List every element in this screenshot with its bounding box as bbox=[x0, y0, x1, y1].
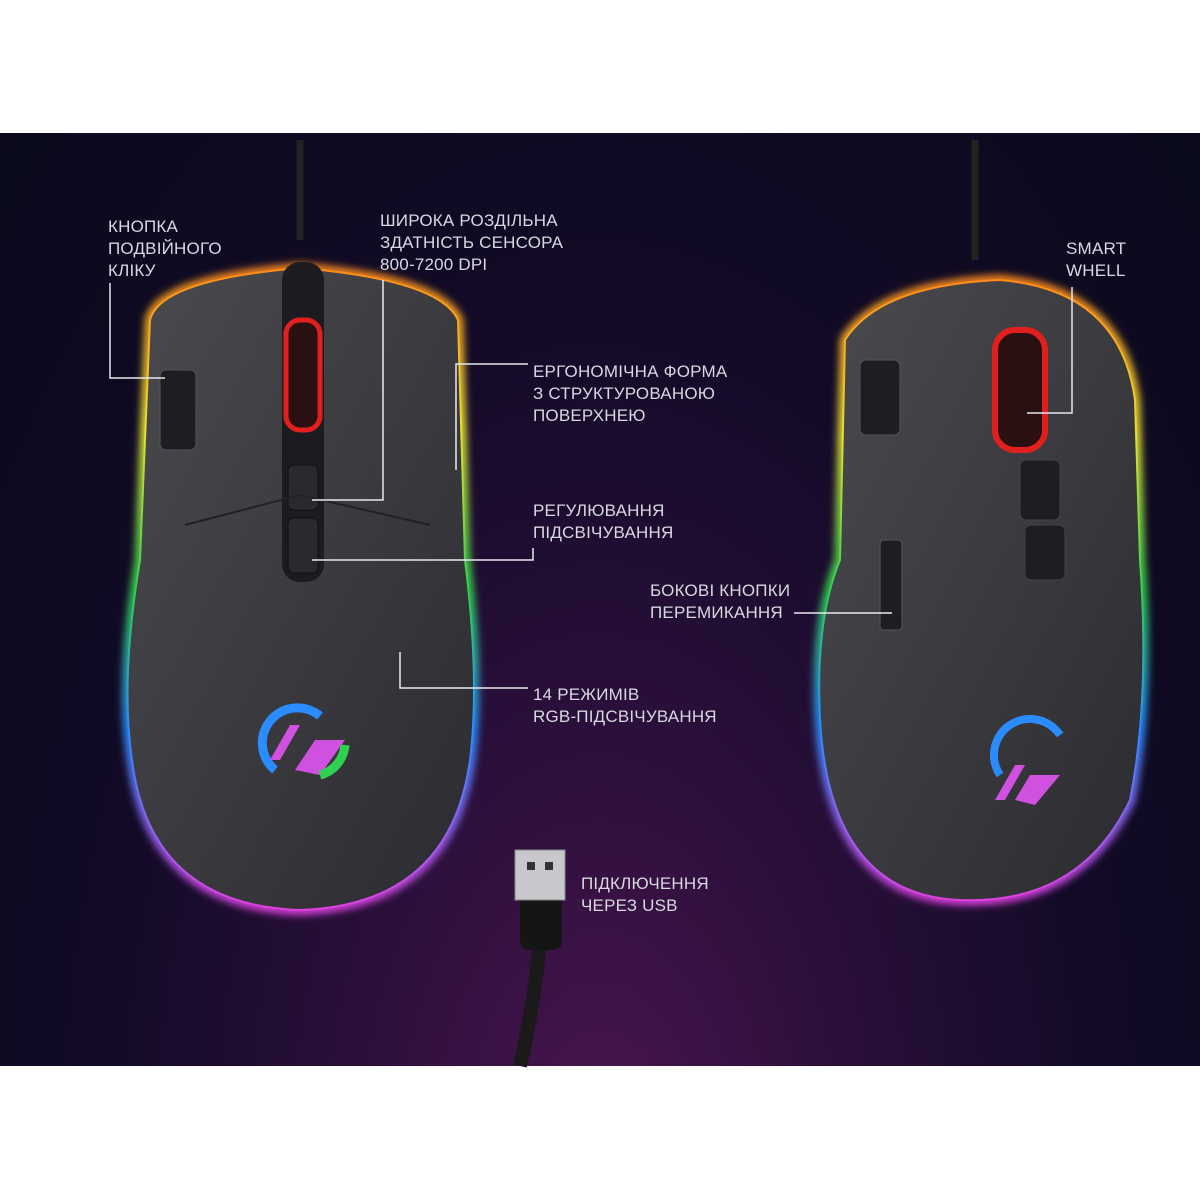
label-rgb-modes: 14 режимів RGB-підсвічування bbox=[533, 684, 717, 728]
label-line: перемикання bbox=[650, 603, 783, 622]
dpi-button bbox=[287, 464, 319, 511]
label-line: подвійного bbox=[108, 239, 222, 258]
scroll-wheel bbox=[992, 327, 1048, 453]
label-line: RGB-підсвічування bbox=[533, 707, 717, 726]
backlight-button bbox=[287, 517, 319, 574]
label-smart-wheel: Smart Whell bbox=[1066, 238, 1126, 282]
label-line: кліку bbox=[108, 261, 156, 280]
callout-lines bbox=[109, 280, 1073, 689]
label-line: Ергономічна форма bbox=[533, 362, 728, 381]
label-line: Бокові кнопки bbox=[650, 581, 791, 600]
label-line: Регулювання bbox=[533, 501, 665, 520]
label-line: з структурованою bbox=[533, 384, 716, 403]
label-sensor: Широка роздільна здатність сенсора 800-7… bbox=[380, 210, 563, 276]
label-line: Whell bbox=[1066, 261, 1126, 280]
label-line: здатність сенсора bbox=[380, 233, 564, 252]
label-line: поверхнею bbox=[533, 406, 646, 425]
brand-logo bbox=[257, 703, 350, 780]
double-click-button bbox=[159, 369, 197, 451]
label-backlight-control: Регулювання підсвічування bbox=[533, 500, 673, 544]
side-button bbox=[859, 359, 901, 436]
label-line: через USB bbox=[581, 896, 678, 915]
label-line: підсвічування bbox=[533, 523, 674, 542]
mouse-top-view bbox=[122, 140, 479, 916]
label-line: Кнопка bbox=[108, 217, 179, 236]
mouse-angled-view bbox=[814, 140, 1149, 906]
label-usb: Підключення через USB bbox=[581, 873, 709, 917]
label-line: Smart bbox=[1066, 239, 1127, 258]
label-double-click: Кнопка подвійного кліку bbox=[108, 216, 222, 282]
label-line: 14 режимів bbox=[533, 685, 640, 704]
label-line: Підключення bbox=[581, 874, 709, 893]
label-line: Широка роздільна bbox=[380, 211, 558, 230]
usb-connector bbox=[513, 849, 566, 1068]
side-button bbox=[879, 539, 903, 631]
label-side-buttons: Бокові кнопки перемикання bbox=[650, 580, 790, 624]
label-line: 800-7200 DPI bbox=[380, 255, 488, 274]
scroll-wheel bbox=[283, 317, 323, 433]
label-ergonomic: Ергономічна форма з структурованою повер… bbox=[533, 361, 727, 427]
brand-logo bbox=[989, 714, 1064, 805]
